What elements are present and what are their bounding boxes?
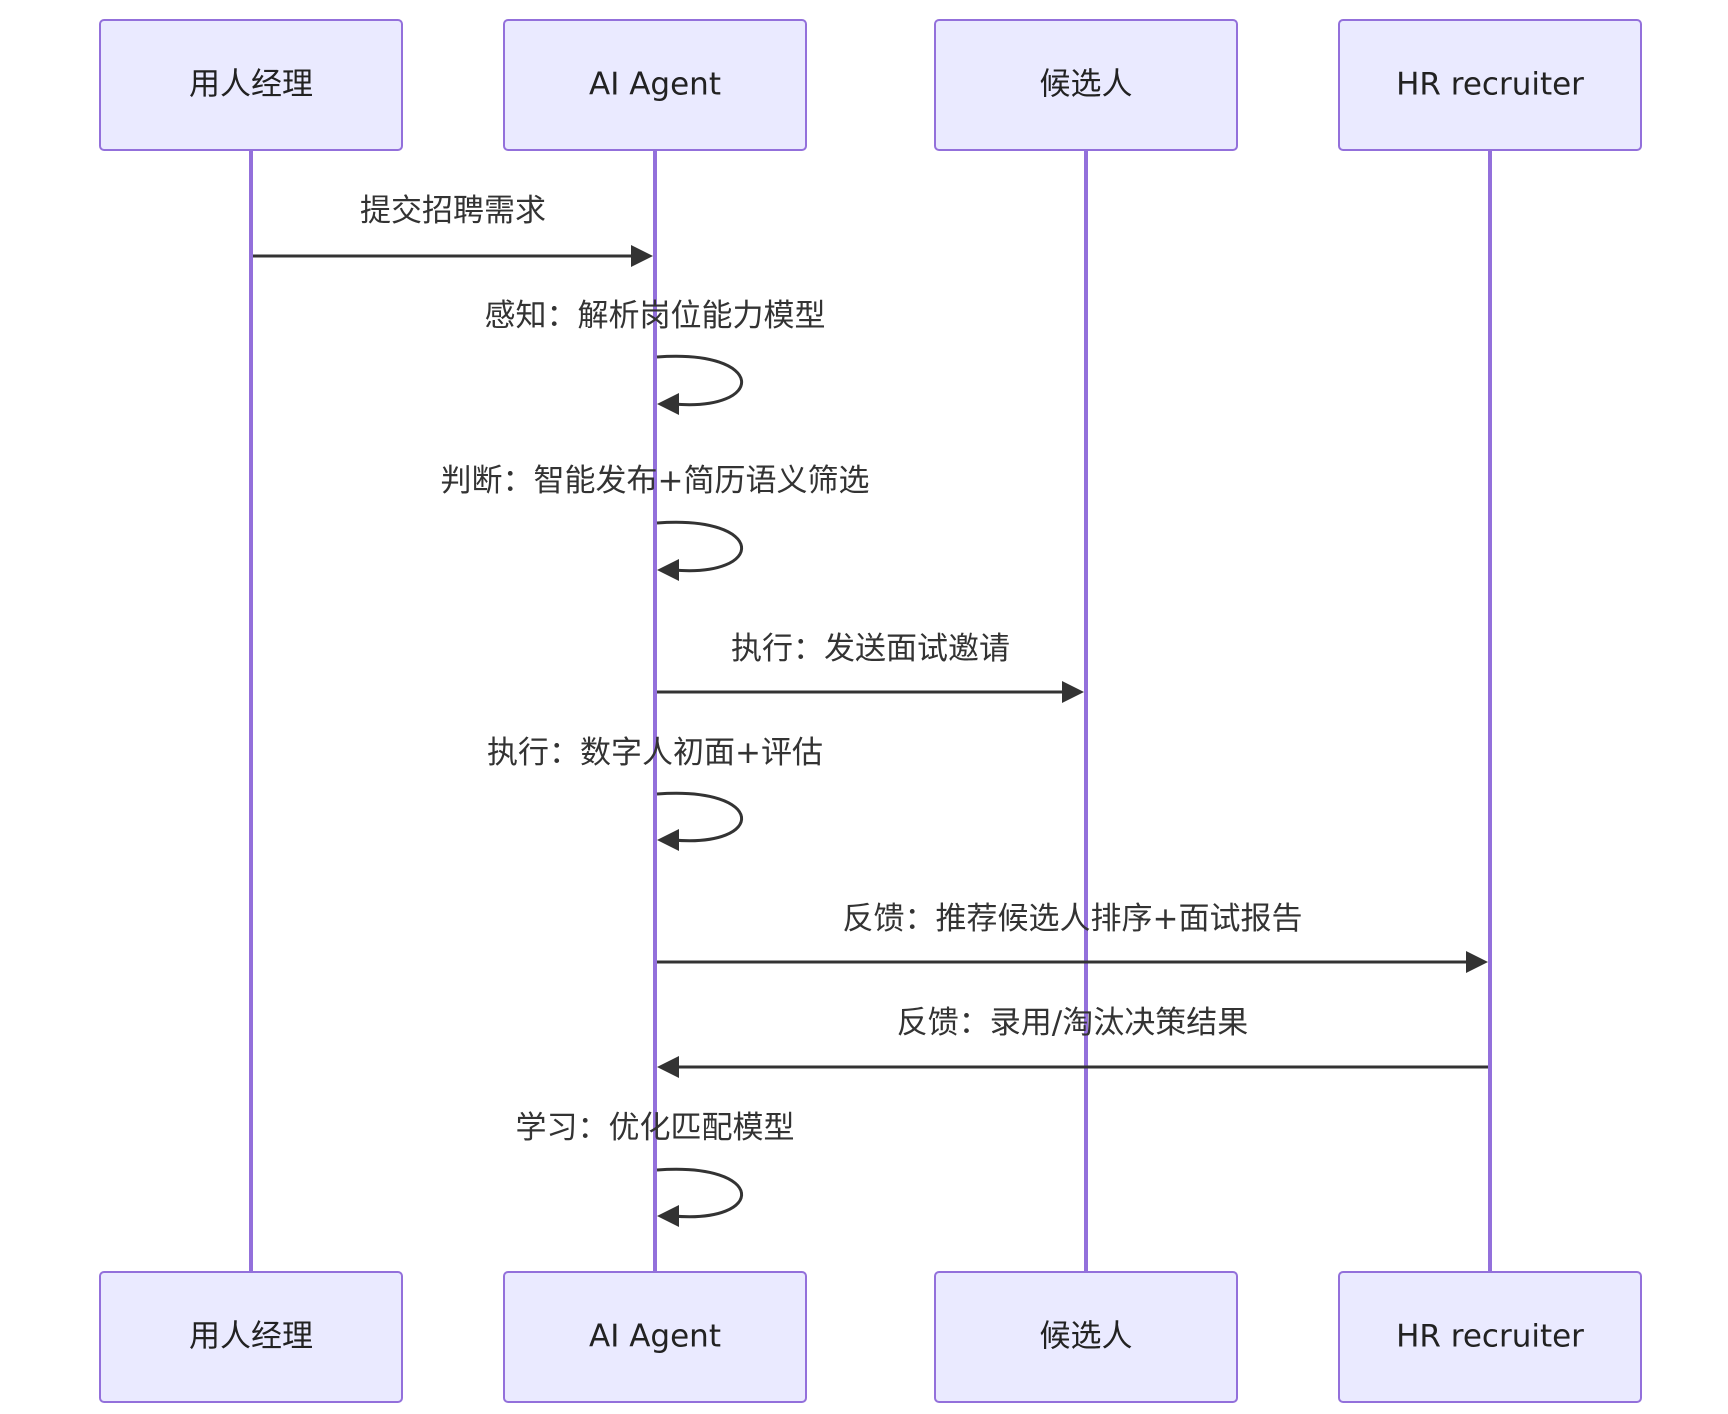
actor-label: HR recruiter [1396,67,1584,103]
arrow-head [1466,951,1488,973]
actor-label: 用人经理 [189,1319,313,1355]
actors-bottom: 用人经理 AI Agent 候选人 HR recruiter [99,1271,1642,1403]
actor-label: AI Agent [589,67,721,103]
self-loop-line [656,354,744,407]
arrow-head [657,559,679,581]
message-label: 判断：智能发布+简历语义筛选 [441,463,870,499]
self-loop-line [656,520,744,573]
actor-label: 候选人 [1040,1319,1133,1355]
message-3: 判断：智能发布+简历语义筛选 [441,463,870,581]
message-label: 提交招聘需求 [360,193,546,229]
actor-box [99,19,403,151]
actor-label: HR recruiter [1396,1319,1584,1355]
message-label: 反馈：推荐候选人排序+面试报告 [843,901,1303,937]
lifelines [249,150,1492,1272]
message-label: 执行：发送面试邀请 [731,631,1010,667]
actor-box [1338,19,1642,151]
actor-box [934,1271,1238,1403]
message-6: 反馈：推荐候选人排序+面试报告 [657,901,1488,973]
arrow-head [657,1205,679,1227]
message-8: 学习：优化匹配模型 [516,1110,795,1227]
actor-box [934,19,1238,151]
actor-candidate-top: 候选人 [934,19,1238,151]
actor-agent-bottom: AI Agent [503,1271,807,1403]
message-2: 感知：解析岗位能力模型 [485,298,826,415]
message-7: 反馈：录用/淘汰决策结果 [657,1005,1488,1078]
arrow-head [657,1056,679,1078]
message-label: 感知：解析岗位能力模型 [485,298,826,334]
self-loop-line [656,1167,744,1219]
actor-hr-top: HR recruiter [1338,19,1642,151]
message-label: 学习：优化匹配模型 [516,1110,795,1146]
self-loop-line [656,791,744,843]
message-label: 反馈：录用/淘汰决策结果 [897,1005,1248,1041]
actor-label: 用人经理 [189,67,313,103]
arrow-head [631,245,653,267]
actor-hr-bottom: HR recruiter [1338,1271,1642,1403]
message-label: 执行：数字人初面+评估 [487,735,823,771]
arrow-head [657,393,679,415]
actor-box [1338,1271,1642,1403]
actor-box [99,1271,403,1403]
actor-label: AI Agent [589,1319,721,1355]
message-4: 执行：发送面试邀请 [657,631,1084,703]
actor-manager-top: 用人经理 [99,19,403,151]
messages: 提交招聘需求感知：解析岗位能力模型判断：智能发布+简历语义筛选执行：发送面试邀请… [253,193,1488,1227]
actors-top: 用人经理 AI Agent 候选人 HR recruiter [99,19,1642,151]
actor-candidate-bottom: 候选人 [934,1271,1238,1403]
actor-box [503,1271,807,1403]
actor-label: 候选人 [1040,67,1133,103]
arrow-head [657,829,679,851]
actor-manager-bottom: 用人经理 [99,1271,403,1403]
actor-box [503,19,807,151]
actor-agent-top: AI Agent [503,19,807,151]
message-5: 执行：数字人初面+评估 [487,735,823,851]
message-1: 提交招聘需求 [253,193,653,267]
arrow-head [1062,681,1084,703]
